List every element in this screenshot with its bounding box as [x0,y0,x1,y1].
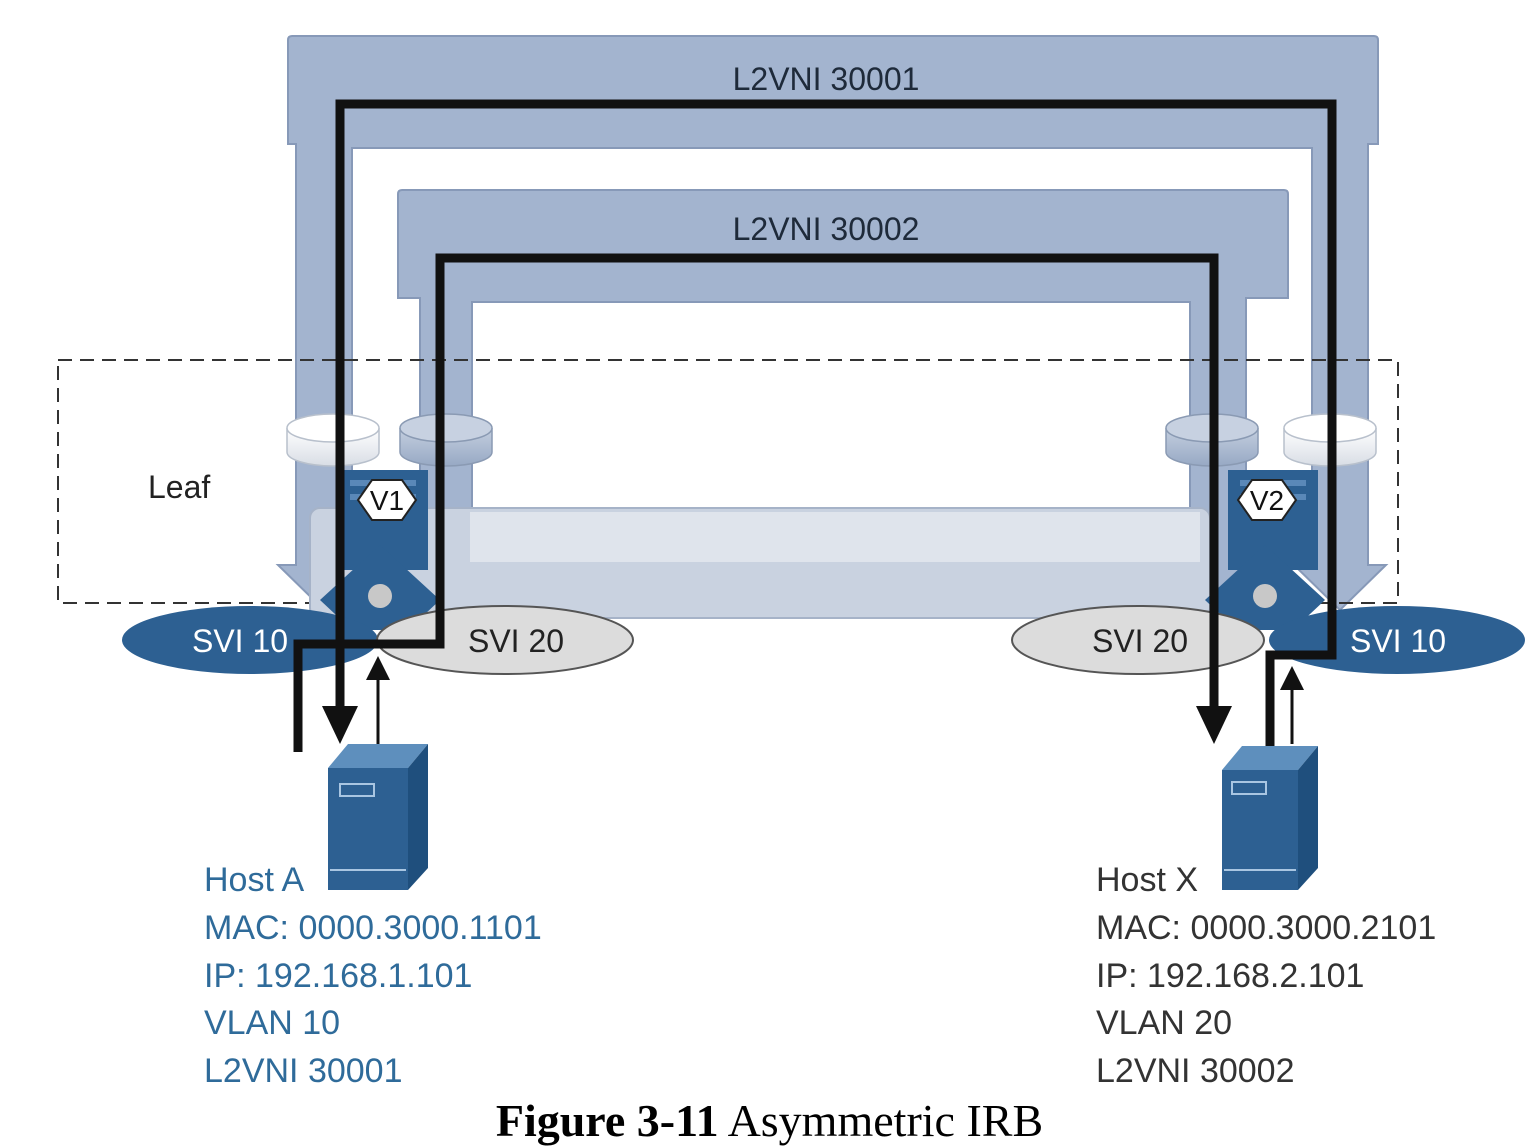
svi-10-right-label: SVI 10 [1350,623,1446,659]
leaf-label: Leaf [148,469,210,505]
overlay-l2vni-30001-label: L2VNI 30001 [733,61,920,97]
figure-title: Asymmetric IRB [727,1095,1044,1146]
svi-20-left-label: SVI 20 [468,623,564,659]
vtep-v2-icon: V2 [1236,479,1298,521]
host-x-name: Host X [1096,861,1198,899]
traffic-path [293,99,1337,758]
vtep-v1-label: V1 [370,485,404,516]
path-l2vni-30001 [335,99,1337,758]
host-a-l2vni: L2VNI 30001 [204,1052,403,1090]
host-x-details: Host X MAC: 0000.3000.2101 IP: 192.168.2… [1096,861,1436,1090]
host-x-vlan: VLAN 20 [1096,1004,1232,1042]
vtep-v1-icon: V1 [356,479,418,521]
host-a-server-icon [328,744,428,890]
host-a-details: Host A MAC: 0000.3000.1101 IP: 192.168.1… [204,861,542,1090]
svi-10-left [122,606,378,674]
arrowhead-to-host-x [1196,706,1232,744]
thin-up-arrow-left [366,656,390,744]
host-a-ip: IP: 192.168.1.101 [204,957,472,995]
figure-caption: Figure 3-11 Asymmetric IRB [0,1096,1539,1146]
svi-10-left-label: SVI 10 [192,623,288,659]
overlay-l2vni-30002-label: L2VNI 30002 [733,211,920,247]
thin-up-arrow-right [1280,666,1304,744]
host-x-server-icon [1222,746,1318,890]
host-a-mac: MAC: 0000.3000.1101 [204,909,542,947]
router-icon-left-blue [399,413,493,467]
host-x-l2vni: L2VNI 30002 [1096,1052,1295,1090]
svi-20-right-label: SVI 20 [1092,623,1188,659]
host-x-ip: IP: 192.168.2.101 [1096,957,1364,995]
router-icon-left-white [286,413,380,467]
host-a-name: Host A [204,861,304,899]
host-a-vlan: VLAN 10 [204,1004,340,1042]
arrowhead-to-host-a [322,706,358,744]
svi-20-right [1011,605,1265,675]
figure-number: Figure 3-11 [495,1095,719,1146]
path-host-a-to-svi20 [293,253,1219,752]
vtep-v2-label: V2 [1250,485,1284,516]
host-x-mac: MAC: 0000.3000.2101 [1096,909,1436,947]
